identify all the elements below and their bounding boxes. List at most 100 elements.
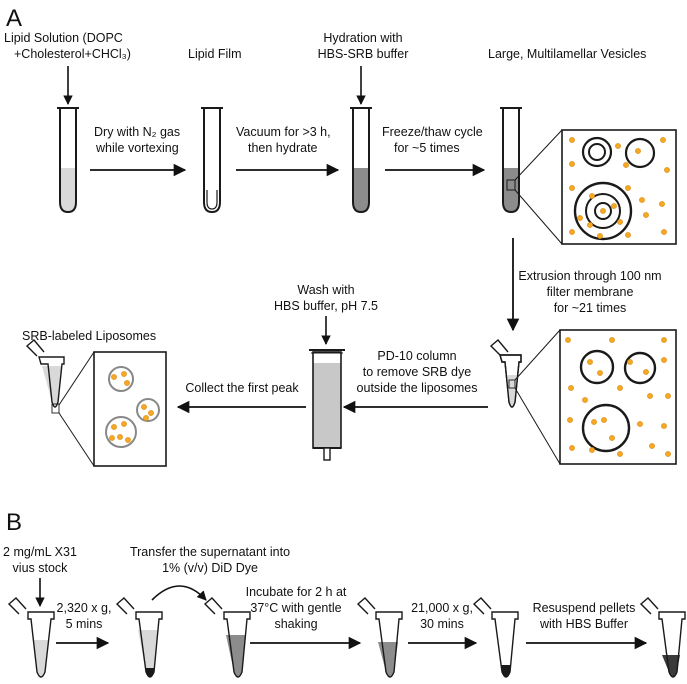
dye-dot xyxy=(643,369,649,375)
b-spin1-line1: 2,320 x g, xyxy=(57,601,112,615)
title-liposomes: SRB-labeled Liposomes xyxy=(22,329,156,343)
dye-dot xyxy=(597,370,603,376)
step-freeze-thaw-line1: Freeze/thaw cycle xyxy=(382,125,483,139)
dye-dot xyxy=(109,435,115,441)
dye-dot xyxy=(617,385,623,391)
zoom-line-top-2 xyxy=(514,329,561,381)
dye-dot xyxy=(625,232,631,238)
dye-dots-liposomes xyxy=(109,371,154,443)
test-tube-lipid-solution xyxy=(57,107,79,214)
b-resuspend-line2: with HBS Buffer xyxy=(539,617,628,631)
dye-dot xyxy=(143,415,149,421)
title-hydration-line2: HBS-SRB buffer xyxy=(318,47,409,61)
dye-dot xyxy=(569,185,575,191)
arrow-transfer xyxy=(151,585,207,601)
step-vacuum-line1: Vacuum for >3 h, xyxy=(236,125,331,139)
title-lipid-solution-line1: Lipid Solution (DOPC xyxy=(4,31,123,45)
zoom-line-top-1 xyxy=(514,129,563,181)
dye-dot xyxy=(589,447,595,453)
microtube-liposomes xyxy=(25,339,65,414)
step-pd10-line3: outside the liposomes xyxy=(357,381,478,395)
dye-dot xyxy=(615,143,621,149)
dye-dot xyxy=(660,137,666,143)
step-freeze-thaw-line2: for ~5 times xyxy=(394,141,460,155)
step-dry-line1: Dry with N₂ gas xyxy=(94,125,180,139)
zoom-line-bottom-3 xyxy=(58,412,95,467)
zoom-line-top-3 xyxy=(58,351,95,406)
b-spin2-line1: 21,000 x g, xyxy=(411,601,473,615)
dye-dot xyxy=(569,229,575,235)
dye-dots-mlv xyxy=(569,137,670,239)
title-hydration-line1: Hydration with xyxy=(323,31,402,45)
dye-dot xyxy=(568,385,574,391)
b-microtube-5 xyxy=(472,597,519,678)
dye-dot xyxy=(611,203,617,209)
b-transfer-line1: Transfer the supernatant into xyxy=(130,545,290,559)
test-tube-hydrated xyxy=(350,107,372,214)
panel-label-a: A xyxy=(6,5,22,32)
b-incubate-line3: shaking xyxy=(274,617,317,631)
title-vesicles: Large, Multilamellar Vesicles xyxy=(488,47,646,61)
dye-dot xyxy=(609,435,615,441)
step-pd10-line1: PD-10 column xyxy=(377,349,456,363)
b-microtube-4 xyxy=(356,597,403,678)
b-stock-line2: vius stock xyxy=(13,561,69,575)
dye-dot xyxy=(625,185,631,191)
step-wash-line1: Wash with xyxy=(297,283,354,297)
zoom-box-liposomes xyxy=(93,351,167,467)
dye-dot xyxy=(141,404,147,410)
dye-dot xyxy=(637,421,643,427)
dye-dot xyxy=(567,417,573,423)
dye-dot xyxy=(661,229,667,235)
b-microtube-6 xyxy=(639,597,686,678)
b-resuspend-line1: Resuspend pellets xyxy=(533,601,636,615)
dye-dot xyxy=(647,393,653,399)
dye-dot xyxy=(582,397,588,403)
zoom-box-mlv xyxy=(561,129,677,245)
dye-dot xyxy=(665,451,671,457)
dye-dot xyxy=(627,359,633,365)
zoom-line-bottom-1 xyxy=(514,189,563,245)
b-incubate-line1: Incubate for 2 h at xyxy=(246,585,347,599)
dye-dot xyxy=(597,233,603,239)
dye-dot xyxy=(124,380,130,386)
step-dry-line2: while vortexing xyxy=(95,141,179,155)
b-spin2-line2: 30 mins xyxy=(420,617,464,631)
dye-dot xyxy=(117,434,123,440)
microtube-extruded xyxy=(489,339,522,408)
dye-dot xyxy=(643,212,649,218)
test-tube-mlv xyxy=(500,107,522,214)
b-incubate-line2: 37°C with gentle xyxy=(250,601,341,615)
pd10-column xyxy=(309,349,345,461)
dye-dot xyxy=(661,423,667,429)
dye-dot xyxy=(565,337,571,343)
step-wash-line2: HBS buffer, pH 7.5 xyxy=(274,299,378,313)
b-microtube-2 xyxy=(115,597,163,678)
dye-dot xyxy=(589,193,595,199)
step-vacuum-line2: then hydrate xyxy=(248,141,318,155)
zoom-box-extruded xyxy=(559,329,677,465)
dye-dot xyxy=(591,419,597,425)
step-collect: Collect the first peak xyxy=(185,381,299,395)
b-microtube-3 xyxy=(203,597,251,678)
dye-dot xyxy=(661,337,667,343)
dye-dot xyxy=(617,451,623,457)
dye-dot xyxy=(649,443,655,449)
step-extrusion-line1: Extrusion through 100 nm xyxy=(518,269,661,283)
dye-dot xyxy=(661,357,667,363)
step-extrusion-line3: for ~21 times xyxy=(554,301,627,315)
b-spin1-line2: 5 mins xyxy=(66,617,103,631)
dye-dot xyxy=(569,445,575,451)
dye-dot xyxy=(577,215,583,221)
dye-dot xyxy=(665,393,671,399)
dye-dot xyxy=(617,219,623,225)
dye-dots-extruded xyxy=(565,337,671,457)
dye-dot xyxy=(148,410,154,416)
dye-dot xyxy=(121,371,127,377)
dye-dot xyxy=(111,424,117,430)
dye-dot xyxy=(125,437,131,443)
b-microtube-1 xyxy=(7,597,55,678)
dye-dot xyxy=(121,421,127,427)
dye-dot xyxy=(639,197,645,203)
